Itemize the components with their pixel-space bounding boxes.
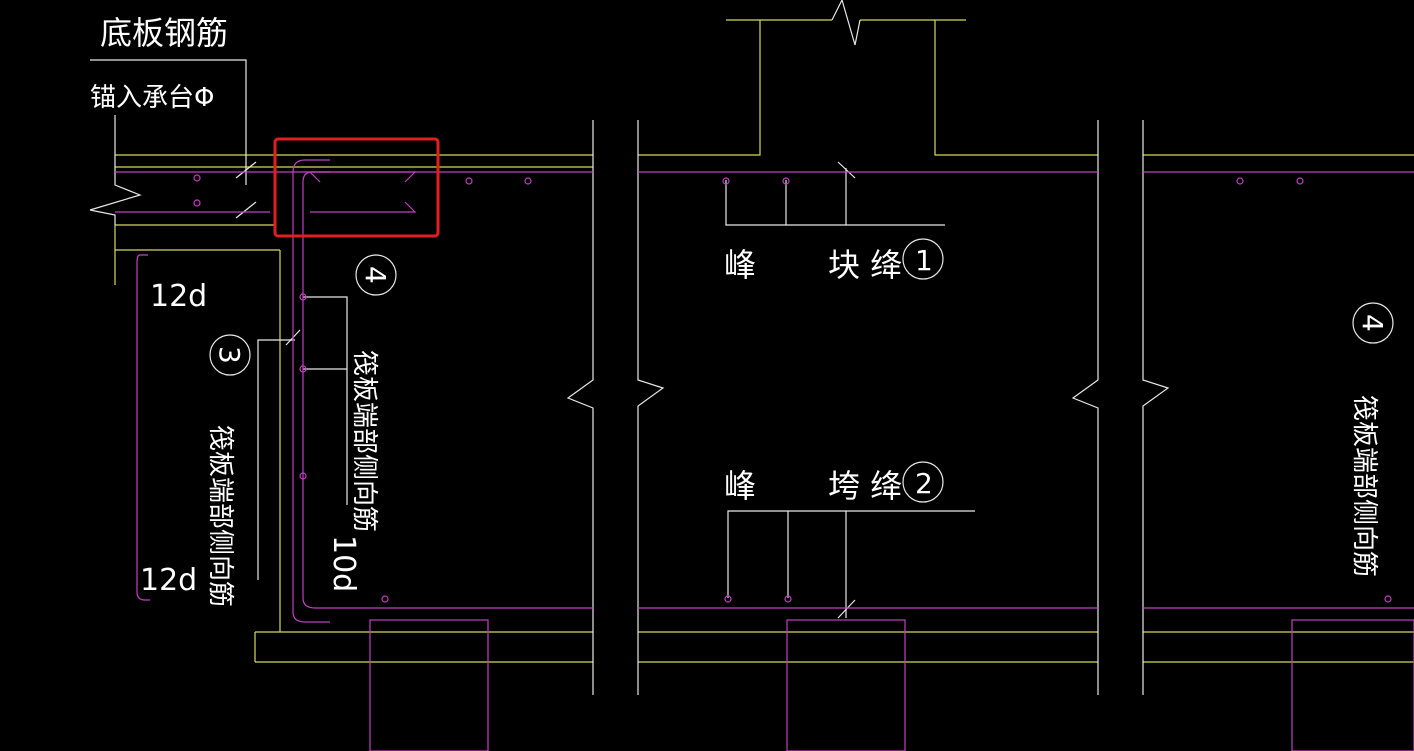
rebar-dot	[299, 293, 307, 301]
break-col-2b	[1142, 120, 1170, 695]
break-lines	[89, 0, 1170, 695]
break-col-1b	[637, 120, 665, 695]
break-col-2a	[1071, 120, 1099, 695]
ref-text-4b: 4	[1356, 314, 1389, 332]
ref-text-3: 3	[213, 346, 246, 364]
ref-text-2: 2	[915, 467, 933, 500]
hook-rebar-bot	[310, 201, 417, 213]
note1-tick	[837, 161, 856, 179]
rebar-dot	[299, 365, 307, 373]
rebar-dot	[1384, 595, 1392, 603]
note2-a: 峰	[724, 467, 756, 505]
column-stub-right	[934, 20, 1098, 156]
rebar-dot	[299, 472, 307, 480]
rebar-dot	[381, 595, 389, 603]
left-slab-break	[89, 155, 142, 225]
pile-2	[786, 619, 906, 751]
rebar-dot	[1236, 177, 1244, 185]
rebar-dots	[193, 174, 1392, 603]
rebar-dot	[724, 595, 732, 603]
wall-rebar-outer	[292, 159, 330, 623]
ref-circle-2	[902, 461, 944, 503]
label-bottom-rebar: 底板钢筋	[100, 14, 228, 52]
rebar-dot	[524, 177, 532, 185]
pile-3	[1291, 619, 1414, 751]
note1-b: 块 绛	[828, 246, 902, 284]
label-side-rebar-right: 筏板端部侧向筋	[1349, 395, 1379, 577]
note1-a: 峰	[724, 246, 756, 284]
side-leader-left	[257, 339, 295, 580]
rebar-dot	[1296, 177, 1304, 185]
rebar-layer	[115, 159, 1414, 751]
bracket-12d	[136, 254, 150, 601]
ref-circle-3	[209, 334, 251, 376]
label-side-rebar-center: 筏板端部侧向筋	[349, 350, 379, 532]
note2-b: 垮 绛	[828, 467, 902, 505]
side-leader-center	[303, 296, 348, 505]
ref-circle-4b	[1352, 302, 1394, 344]
rebar-dot	[722, 177, 730, 185]
text-layer: 底板钢筋 锚入承台Φ 12d 12d 10d 筏板端部侧向筋 筏板端部侧向筋 筏…	[90, 14, 1389, 607]
ref-text-1: 1	[915, 244, 933, 277]
slab-top-line-mid	[638, 20, 761, 156]
label-side-rebar-left: 筏板端部侧向筋	[205, 425, 235, 607]
label-anchor: 锚入承台Φ	[90, 83, 214, 113]
label-10d: 10d	[326, 535, 361, 592]
rebar-dot	[193, 174, 201, 182]
rebar-dot	[784, 595, 792, 603]
leader-top-label	[90, 59, 247, 185]
note2-leader	[727, 510, 975, 598]
note2-tick	[837, 599, 856, 619]
highlight-box	[273, 137, 440, 238]
hook-top-left	[309, 171, 321, 183]
hook-rebar-top	[310, 171, 417, 183]
ref-circle-1	[902, 238, 944, 280]
top-break	[831, 0, 861, 46]
note1-leader	[725, 180, 945, 226]
tick-2	[235, 201, 257, 219]
rebar-dot	[782, 177, 790, 185]
concrete-outline-layer	[114, 19, 1414, 663]
tick-1	[235, 161, 257, 179]
wall-rebar-inner	[302, 171, 593, 609]
reference-circles	[209, 238, 1394, 503]
label-12d-bottom: 12d	[140, 563, 197, 598]
ref-circle-4a	[355, 254, 397, 296]
pile-1	[369, 619, 489, 751]
rebar-dot	[465, 177, 473, 185]
label-12d-top: 12d	[150, 279, 207, 314]
rebar-dot	[193, 199, 201, 207]
ref-text-4a: 4	[359, 266, 392, 284]
break-col-1a	[566, 120, 594, 695]
